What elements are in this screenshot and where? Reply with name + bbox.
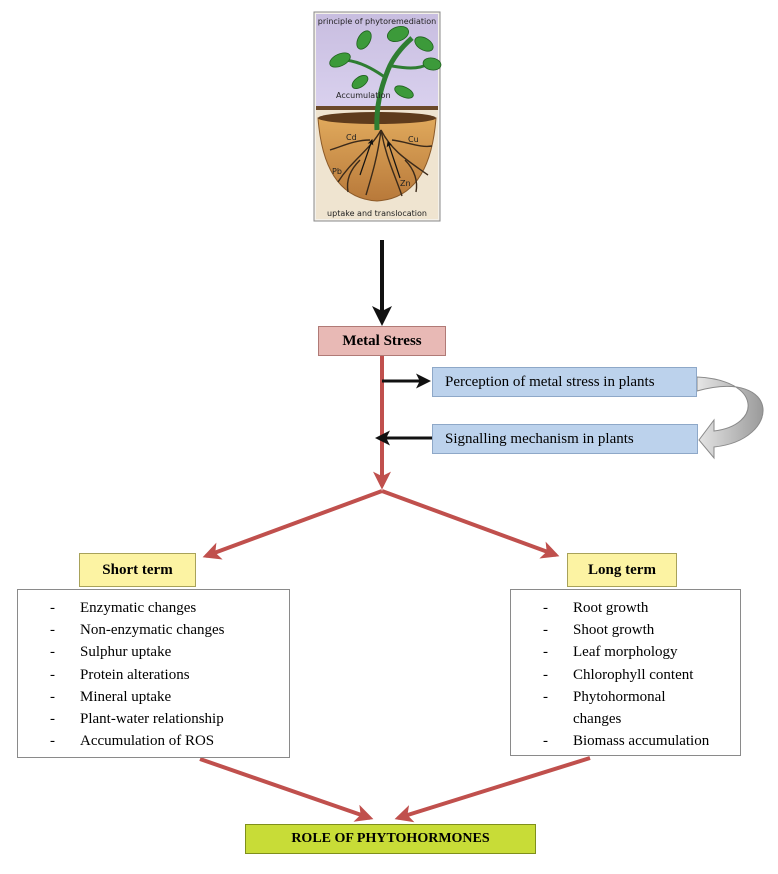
- short-term-list: Enzymatic changes Non-enzymatic changes …: [17, 589, 290, 758]
- signalling-box: Signalling mechanism in plants: [432, 424, 698, 454]
- list-item: Biomass accumulation: [543, 730, 734, 752]
- list-item: Protein alterations: [50, 664, 283, 686]
- list-item: Accumulation of ROS: [50, 730, 283, 752]
- signalling-label: Signalling mechanism in plants: [445, 430, 634, 447]
- list-item: Phytohormonal changes: [543, 686, 734, 730]
- long-term-list: Root growth Shoot growth Leaf morphology…: [510, 589, 741, 756]
- list-item: Leaf morphology: [543, 641, 734, 663]
- short-term-label: Short term: [102, 561, 173, 578]
- list-item: Non-enzymatic changes: [50, 619, 283, 641]
- list-item: Root growth: [543, 597, 734, 619]
- long-term-label: Long term: [588, 561, 656, 578]
- roots-drawing: [329, 129, 433, 197]
- role-of-phytohormones-box: ROLE OF PHYTOHORMONES: [245, 824, 536, 854]
- metal-stress-label: Metal Stress: [342, 332, 422, 349]
- arrow-to-long-term: [381, 489, 560, 559]
- leaves-drawing: [329, 26, 442, 99]
- metal-stress-box: Metal Stress: [318, 326, 446, 356]
- list-item: Enzymatic changes: [50, 597, 283, 619]
- arrow-long-to-role: [394, 756, 591, 823]
- metal-label-pb: Pb: [332, 167, 342, 176]
- role-label: ROLE OF PHYTOHORMONES: [291, 831, 490, 846]
- list-item: Chlorophyll content: [543, 664, 734, 686]
- curved-feedback-arrow: [696, 376, 764, 460]
- list-item: Shoot growth: [543, 619, 734, 641]
- list-item: Plant-water relationship: [50, 708, 283, 730]
- metal-label-zn: Zn: [400, 179, 411, 188]
- long-term-header: Long term: [567, 553, 677, 587]
- accumulation-label: Accumulation: [336, 91, 391, 100]
- metal-label-cu: Cu: [408, 135, 419, 144]
- arrow-short-to-role: [199, 757, 374, 822]
- metal-label-cd: Cd: [346, 133, 357, 142]
- illustration-footer: uptake and translocation: [327, 209, 427, 218]
- perception-label: Perception of metal stress in plants: [445, 373, 655, 390]
- plant-stem-drawing: [374, 36, 414, 131]
- list-item: Sulphur uptake: [50, 641, 283, 663]
- short-term-header: Short term: [79, 553, 196, 587]
- list-item: Mineral uptake: [50, 686, 283, 708]
- arrow-to-short-term: [202, 489, 383, 560]
- phytoremediation-illustration: principle of phytoremediation Accumulati…: [313, 11, 442, 222]
- perception-box: Perception of metal stress in plants: [432, 367, 697, 397]
- illustration-title: principle of phytoremediation: [318, 17, 437, 26]
